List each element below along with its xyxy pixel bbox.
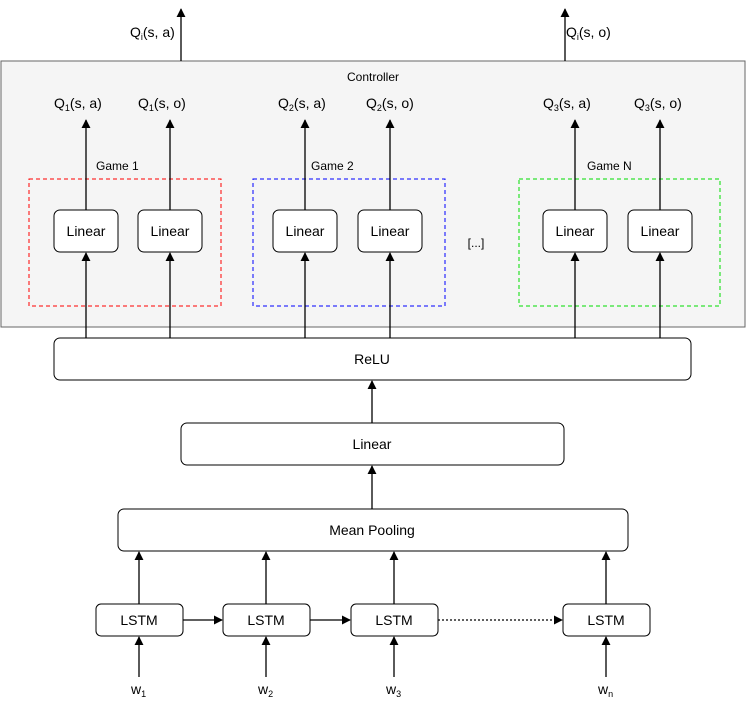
controller-label: Controller <box>347 70 399 84</box>
q-label-2a: Q2(s, a) <box>278 95 326 113</box>
input-w1: w1 <box>130 681 146 699</box>
q-label-1a: Q1(s, a) <box>54 95 102 113</box>
game-1-label: Game 1 <box>96 159 139 173</box>
svg-text:LSTM: LSTM <box>375 612 412 628</box>
lstm-2: LSTM <box>222 603 311 637</box>
top-output-label-o: Qi(s, o) <box>566 24 611 42</box>
game-1-head-a: Linear <box>53 209 119 253</box>
svg-text:ReLU: ReLU <box>354 351 390 367</box>
q-label-3o: Q3(s, o) <box>634 95 682 113</box>
input-arrows <box>134 636 611 677</box>
head-output-arrows <box>81 119 665 210</box>
lstm-n: LSTM <box>562 603 651 637</box>
ellipsis-label: [...] <box>468 236 485 250</box>
relu-box: ReLU <box>53 337 692 381</box>
input-w2: w2 <box>257 681 273 699</box>
lstm-3: LSTM <box>350 603 439 637</box>
q-label-3a: Q3(s, a) <box>543 95 591 113</box>
game-2-box <box>252 178 446 307</box>
svg-text:Linear: Linear <box>371 223 410 239</box>
svg-text:Linear: Linear <box>353 436 392 452</box>
lstm-1: LSTM <box>95 603 184 637</box>
relu-to-head-arrows <box>81 252 665 338</box>
mean-pooling-box: Mean Pooling <box>117 508 629 552</box>
game-1-box <box>28 178 222 307</box>
game-1-head-o: Linear <box>137 209 203 253</box>
svg-text:Linear: Linear <box>556 223 595 239</box>
game-n-label: Game N <box>587 159 632 173</box>
svg-text:Linear: Linear <box>286 223 325 239</box>
linear-box: Linear <box>180 422 565 466</box>
svg-text:Linear: Linear <box>641 223 680 239</box>
q-label-1o: Q1(s, o) <box>138 95 186 113</box>
input-w3: w3 <box>385 681 401 699</box>
game-2-head-o: Linear <box>357 209 423 253</box>
svg-text:LSTM: LSTM <box>587 612 624 628</box>
svg-text:Linear: Linear <box>151 223 190 239</box>
controller-box <box>0 60 746 328</box>
svg-text:LSTM: LSTM <box>120 612 157 628</box>
game-n-head-a: Linear <box>542 209 608 253</box>
game-n-head-o: Linear <box>627 209 693 253</box>
lstm-to-pooling-arrows <box>134 551 611 604</box>
top-output-label-a: Qi(s, a) <box>130 24 175 42</box>
svg-text:Linear: Linear <box>67 223 106 239</box>
svg-text:Mean Pooling: Mean Pooling <box>329 522 415 538</box>
game-2-head-a: Linear <box>272 209 338 253</box>
game-n-box <box>518 178 721 307</box>
svg-text:LSTM: LSTM <box>247 612 284 628</box>
q-label-2o: Q2(s, o) <box>366 95 414 113</box>
input-wn: wn <box>597 681 613 699</box>
game-2-label: Game 2 <box>311 159 354 173</box>
